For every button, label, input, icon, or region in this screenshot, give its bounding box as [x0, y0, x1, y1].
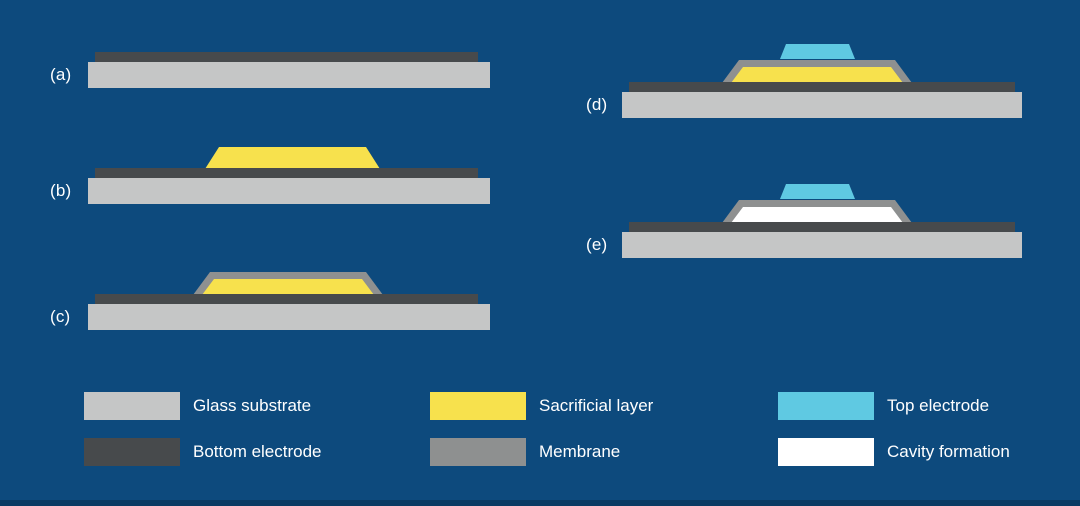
legend-item-cavity-formation: Cavity formation: [778, 438, 1010, 466]
bottom-electrode-layer: [95, 52, 478, 63]
legend-item-sacrificial-layer: Sacrificial layer: [430, 392, 653, 420]
panel-label-a: (a): [50, 65, 72, 84]
legend-swatch-cavity-formation: [778, 438, 874, 466]
glass-substrate-layer: [88, 304, 490, 330]
sacrificial-layer: [205, 147, 380, 169]
bottom-electrode-layer: [629, 222, 1015, 233]
glass-substrate-layer: [622, 92, 1022, 118]
cavity-layer: [731, 207, 903, 223]
legend-label: Top electrode: [887, 396, 990, 415]
legend-label: Bottom electrode: [193, 442, 322, 461]
legend-swatch-bottom-electrode: [84, 438, 180, 466]
panel-label-e: (e): [586, 235, 608, 254]
bottom-electrode-layer: [95, 168, 478, 179]
bottom-electrode-layer: [95, 294, 478, 305]
panel-label-b: (b): [50, 181, 72, 200]
legend-label: Sacrificial layer: [539, 396, 654, 415]
bottom-electrode-layer: [629, 82, 1015, 93]
top-electrode-layer: [780, 184, 855, 199]
glass-substrate-layer: [622, 232, 1022, 258]
glass-substrate-layer: [88, 178, 490, 204]
panel-label-d: (d): [586, 95, 608, 114]
legend-swatch-glass-substrate: [84, 392, 180, 420]
legend-swatch-membrane: [430, 438, 526, 466]
legend-label: Membrane: [539, 442, 621, 461]
bottom-accent-bar: [0, 500, 1080, 506]
legend-label: Cavity formation: [887, 442, 1010, 461]
panel-label-c: (c): [50, 307, 71, 326]
top-electrode-layer: [780, 44, 855, 59]
legend-item-glass-substrate: Glass substrate: [84, 392, 311, 420]
legend-swatch-top-electrode: [778, 392, 874, 420]
legend-label: Glass substrate: [193, 396, 312, 415]
legend-swatch-sacrificial-layer: [430, 392, 526, 420]
glass-substrate-layer: [88, 62, 490, 88]
legend-item-membrane: Membrane: [430, 438, 620, 466]
legend-item-bottom-electrode: Bottom electrode: [84, 438, 322, 466]
sacrificial-layer: [731, 67, 903, 83]
sacrificial-layer: [202, 279, 374, 295]
legend-item-top-electrode: Top electrode: [778, 392, 989, 420]
